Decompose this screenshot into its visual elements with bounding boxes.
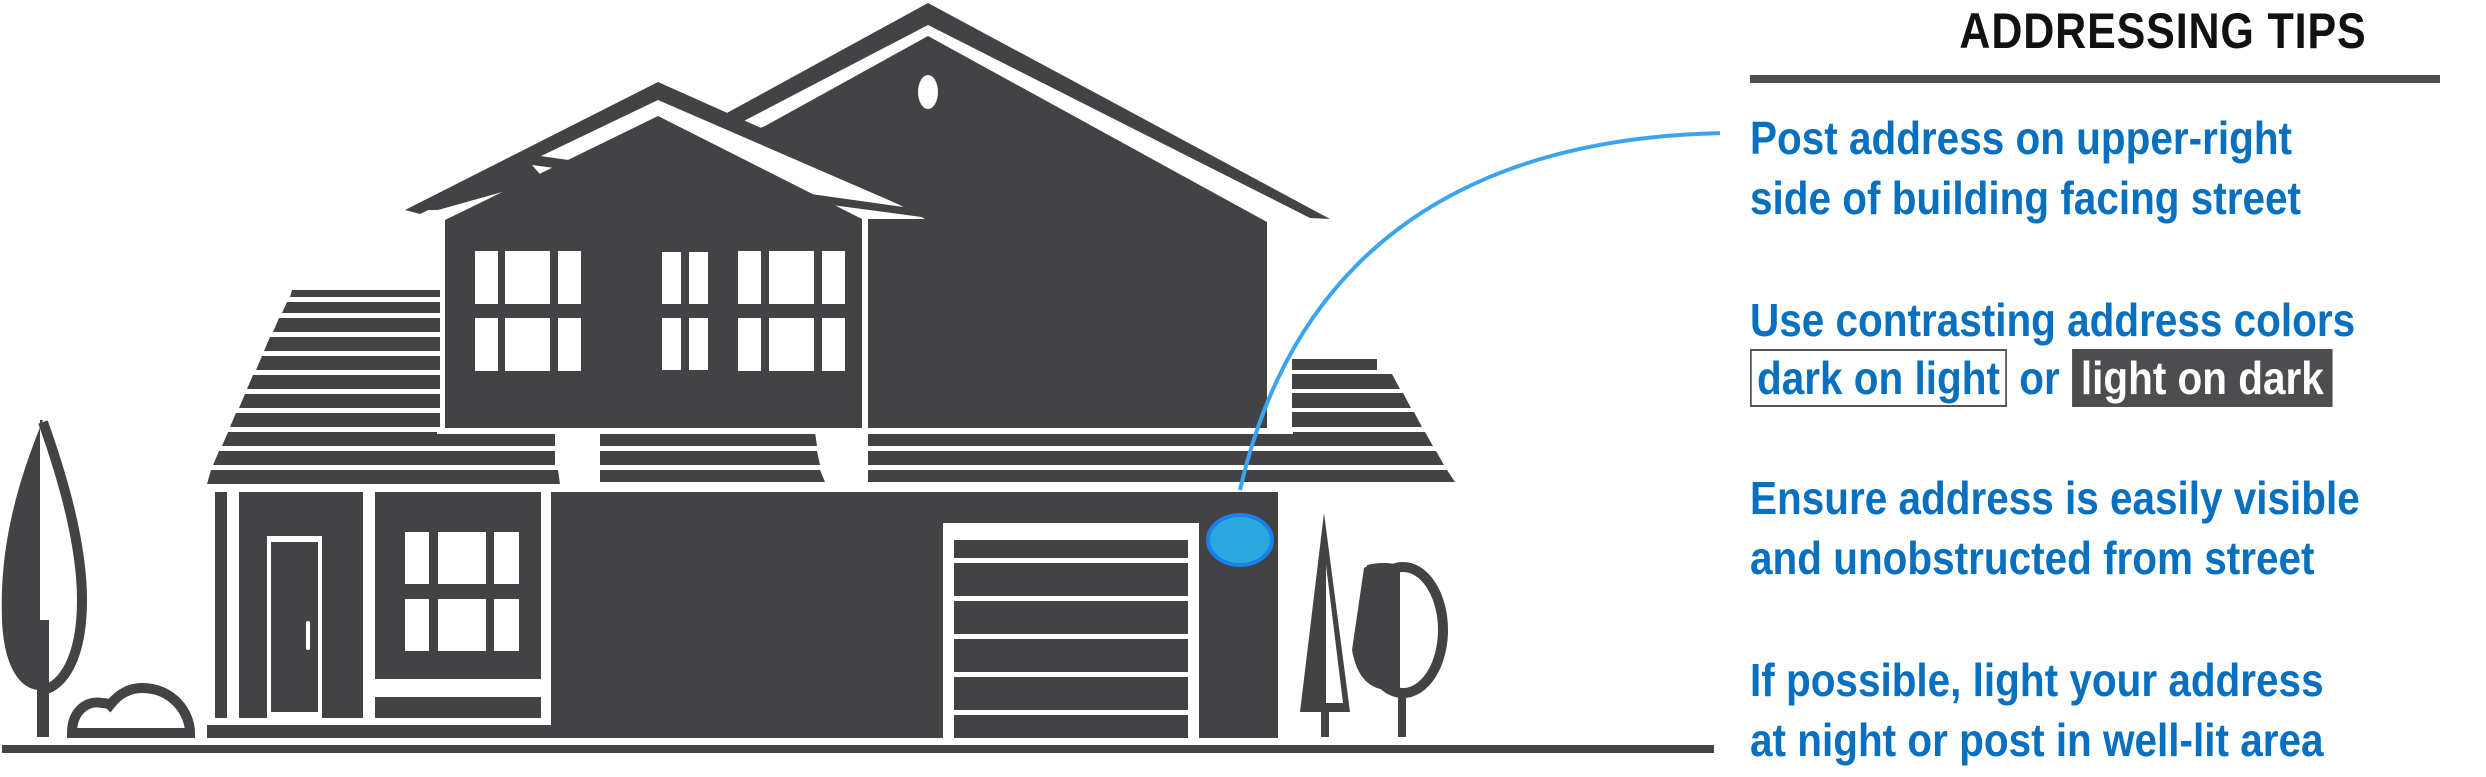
ground-floor-window [405,532,519,651]
address-marker [1206,513,1274,567]
ground-line [2,745,1714,753]
house-illustration [1,3,1720,753]
light-on-dark-example: light on dark [2072,349,2333,407]
garage-door[interactable] [954,540,1188,738]
right-round-tree-icon [1352,562,1448,737]
attic-vent [918,75,938,109]
bush-icon [66,682,196,738]
front-door[interactable] [271,542,318,712]
left-lower-roof [207,290,560,484]
tip-3: Ensure address is easily visible and uno… [1750,468,2360,588]
right-gable-wall [760,36,1267,428]
right-gable-roof [725,3,1330,219]
addressing-tips-panel: ADDRESSING TIPS Post address on upper-ri… [1745,0,2486,777]
leader-line [1238,131,1720,491]
tip-4-line-2: at night or post in well-lit area [1750,714,2324,766]
tip-4-line-1: If possible, light your address [1750,654,2324,706]
door-handle-icon [306,621,310,650]
right-lower-roof [868,359,1455,482]
porch-base [207,725,557,738]
tips-title: ADDRESSING TIPS [1959,3,2367,59]
tip-4: If possible, light your address at night… [1750,650,2324,770]
left-porch-post [215,492,227,718]
tip-1-line-1: Post address on upper-right [1750,112,2293,164]
right-cone-tree-icon [1300,513,1350,737]
tip-2: Use contrasting address colors dark on l… [1750,290,2355,408]
right-upper-window [738,251,845,371]
left-upper-window [475,251,581,371]
tip-3-line-2: and unobstructed from street [1750,532,2315,584]
left-cypress-tree-icon [1,420,88,737]
tip-1: Post address on upper-right side of buil… [1750,108,2301,228]
tip-2-line-1: Use contrasting address colors [1750,294,2356,346]
dark-on-light-example: dark on light [1750,349,2007,407]
tip-1-line-2: side of building facing street [1750,172,2302,224]
or-label: or [2019,352,2060,404]
tip-3-line-1: Ensure address is easily visible [1750,472,2360,524]
middle-upper-window [662,252,708,370]
title-divider [1750,75,2440,83]
left-gable-roof [412,151,932,218]
